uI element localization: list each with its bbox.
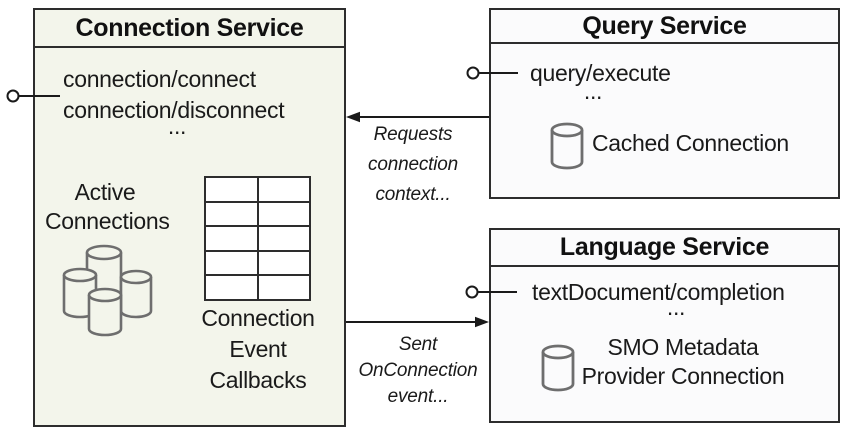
method-query-execute: query/execute: [530, 60, 671, 86]
smo-metadata-label: SMO Metadata Provider Connection: [568, 333, 798, 391]
callback-table-cell: [206, 178, 257, 201]
callback-table-cell: [206, 251, 257, 275]
sent-label-line3: event...: [387, 386, 449, 407]
callback-table: [204, 176, 311, 301]
language-service-box: Language Service textDocument/completion…: [489, 228, 840, 423]
query-service-title: Query Service: [491, 10, 838, 44]
query-service-box: Query Service query/execute ... Cached C…: [489, 8, 840, 199]
callback-caption-line2: Event: [229, 336, 287, 362]
sent-label-line2: OnConnection: [358, 360, 478, 381]
language-service-title: Language Service: [491, 230, 838, 267]
smo-label-line2: Provider Connection: [581, 363, 785, 389]
active-connections-label-line2: Connections: [45, 208, 170, 234]
connection-service-box: Connection Service connection/connect co…: [33, 8, 346, 427]
smo-label-line1: SMO Metadata: [607, 334, 759, 360]
requests-label-line3: context...: [375, 184, 451, 205]
requests-connection-context-label: Requests connection context...: [338, 120, 488, 210]
callback-table-cell: [258, 178, 309, 201]
language-methods-ellipsis: ...: [666, 294, 686, 320]
callback-table-cell: [206, 276, 257, 299]
active-connections-label: Active Connections: [45, 178, 170, 236]
callback-table-cell: [206, 227, 257, 250]
callback-caption-line1: Connection: [201, 305, 315, 331]
callback-table-caption: Connection Event Callbacks: [193, 303, 323, 396]
database-cluster-icon: [62, 244, 153, 337]
active-connections-label-line1: Active: [74, 179, 136, 205]
database-icon: [550, 122, 584, 170]
arrow-sent-onconnection-event: [346, 316, 489, 328]
sent-onconnection-event-label: Sent OnConnection event...: [343, 332, 493, 410]
methods-ellipsis: ...: [167, 113, 187, 139]
sent-label-line1: Sent: [398, 334, 438, 355]
callback-table-cell: [258, 276, 309, 299]
requests-label-line1: Requests: [373, 124, 453, 145]
query-methods-ellipsis: ...: [583, 78, 603, 104]
method-connection-disconnect: connection/disconnect: [63, 97, 285, 123]
callback-table-cell: [206, 202, 257, 226]
callback-caption-line3: Callbacks: [209, 367, 307, 393]
callback-table-cell: [258, 251, 309, 275]
database-icon: [541, 344, 575, 392]
connection-service-title: Connection Service: [35, 10, 344, 48]
callback-table-cell: [258, 227, 309, 250]
cached-connection-label: Cached Connection: [592, 130, 789, 156]
method-textdocument-completion: textDocument/completion: [532, 279, 785, 305]
method-connection-connect: connection/connect: [63, 66, 256, 92]
requests-label-line2: connection: [368, 154, 458, 175]
callback-table-cell: [258, 202, 309, 226]
